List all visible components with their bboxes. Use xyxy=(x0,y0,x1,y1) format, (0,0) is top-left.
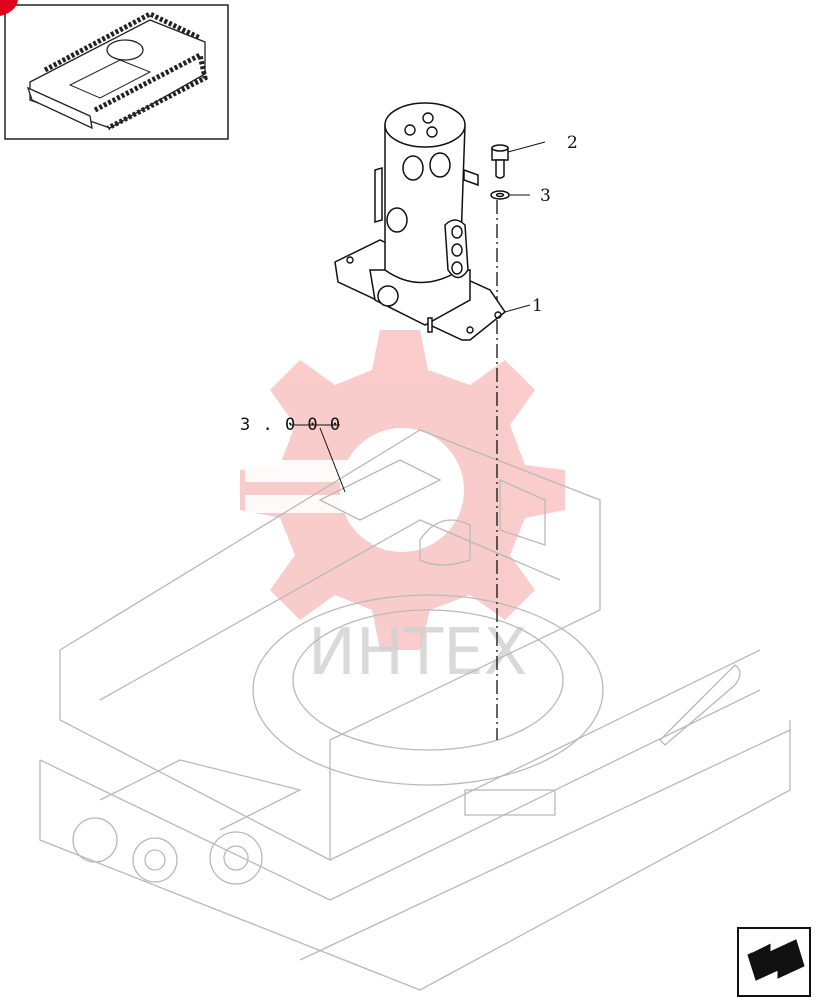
washer-part[interactable] xyxy=(490,190,510,200)
callout-1: 1 xyxy=(532,296,543,316)
bolt-part[interactable] xyxy=(491,144,509,179)
callout-3: 3 xyxy=(540,186,551,206)
reference-callout: 3 . 0 0 0 xyxy=(240,415,341,435)
leader-line-2 xyxy=(507,141,546,153)
thumbnail-panel[interactable] xyxy=(4,4,229,140)
rotary-joint-part[interactable] xyxy=(334,102,507,341)
next-page-arrow-icon xyxy=(747,939,805,981)
callout-2: 2 xyxy=(567,133,578,153)
undercarriage-thumbnail-icon xyxy=(26,11,208,131)
watermark-text: ИНТЕХ xyxy=(308,616,527,690)
undercarriage-frame xyxy=(39,429,791,991)
leader-line-1 xyxy=(504,304,531,313)
watermark-gear-icon xyxy=(240,330,565,650)
next-page-button[interactable] xyxy=(737,927,811,997)
corner-badge-icon xyxy=(0,0,18,16)
leader-line-reference xyxy=(319,427,346,493)
